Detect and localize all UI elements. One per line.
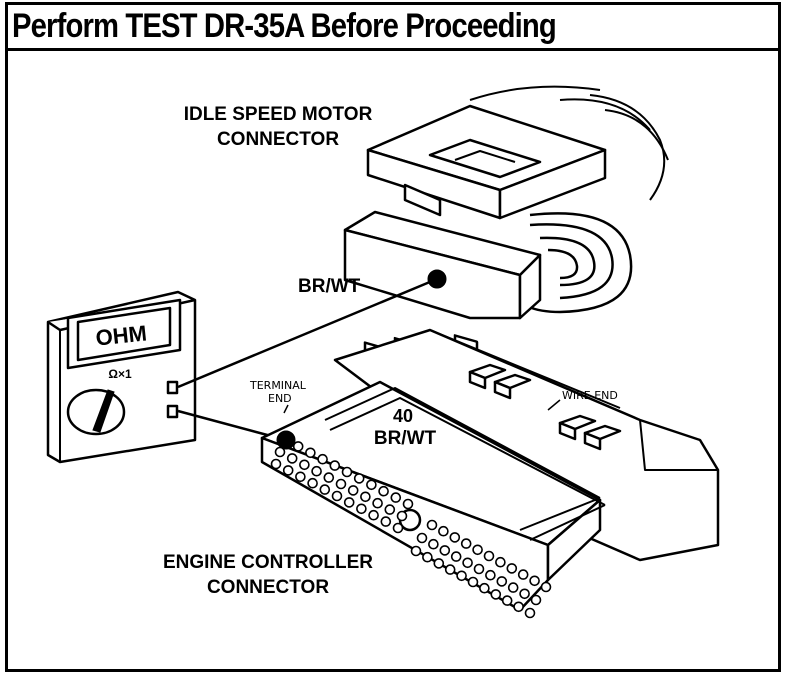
connector-pin — [323, 472, 335, 483]
connector-pin — [422, 551, 433, 563]
connector-pin — [438, 525, 449, 537]
connector-pin — [402, 498, 414, 510]
connector-pin — [380, 516, 392, 527]
terminal-end-leader — [283, 404, 289, 414]
connector-pin — [329, 460, 341, 471]
connector-pin — [392, 522, 404, 534]
connector-pin — [506, 563, 518, 574]
connector-pin — [472, 544, 483, 556]
pin-number-label: 40 — [393, 406, 413, 426]
page-title: Perform TEST DR-35A Before Proceeding — [12, 7, 557, 45]
wire-end-leader — [547, 399, 561, 411]
connector-pin — [524, 607, 536, 619]
connector-pin — [439, 545, 451, 556]
connector-pin — [378, 485, 389, 497]
connector-pin — [286, 453, 298, 464]
connector-pin — [450, 551, 462, 562]
engine-controller-label-line2: CONNECTOR — [207, 577, 329, 598]
connector-pin — [467, 576, 479, 588]
connector-pin — [449, 532, 461, 543]
connector-pin — [416, 532, 428, 544]
wire-color-top-label: BR/WT — [298, 276, 361, 297]
connector-pin — [517, 569, 529, 580]
connector-pin — [444, 564, 456, 575]
connector-pin — [311, 465, 322, 477]
engine-controller-label-line1: ENGINE CONTROLLER — [163, 552, 373, 573]
connector-pin — [366, 479, 377, 491]
connector-pin — [456, 570, 467, 582]
idle-speed-motor-connector-icon — [343, 85, 669, 389]
connector-pin — [335, 478, 347, 490]
test-lead-top — [177, 277, 438, 389]
connector-pin — [317, 453, 328, 465]
idle-motor-label-line2: CONNECTOR — [217, 129, 339, 150]
connector-pin — [501, 595, 513, 606]
connector-pin — [495, 556, 506, 568]
connector-pin — [368, 509, 379, 521]
meter-range-label: Ω×1 — [108, 367, 132, 381]
connector-pin — [270, 458, 282, 470]
connector-pin — [305, 447, 316, 459]
idle-motor-label-line1: IDLE SPEED MOTOR — [184, 104, 373, 125]
connector-pin — [292, 441, 304, 452]
connector-pin — [479, 582, 490, 594]
connector-pin — [529, 575, 540, 587]
connector-pin — [343, 497, 355, 508]
connector-pin — [384, 504, 396, 515]
connector-pin — [282, 465, 294, 476]
connector-pin — [530, 594, 542, 606]
connector-pin — [490, 589, 502, 600]
connector-pin — [347, 485, 359, 496]
connector-pin — [353, 473, 365, 484]
terminal-end-label-line2: END — [268, 392, 292, 405]
connector-pin — [319, 484, 331, 495]
connector-pin — [462, 557, 473, 569]
title-bar: Perform TEST DR-35A Before Proceeding — [8, 5, 778, 51]
connector-pin — [460, 538, 472, 549]
connector-pin — [307, 477, 318, 489]
pin-color-label: BR/WT — [374, 428, 437, 449]
connector-pin — [483, 550, 495, 562]
connector-pin — [331, 490, 343, 502]
connector-pin — [496, 576, 508, 587]
connector-pin — [295, 471, 306, 483]
connector-pin — [360, 491, 371, 503]
wire-end-label: WIRE END — [562, 389, 618, 402]
connector-pin — [507, 582, 519, 593]
connector-pin — [299, 459, 310, 471]
connector-pin — [485, 569, 496, 581]
connector-pin — [426, 519, 438, 531]
connector-pin — [410, 545, 422, 557]
terminal-end-label-line1: TERMINAL — [249, 379, 307, 392]
connector-pin — [372, 497, 383, 509]
connector-pin — [396, 510, 408, 522]
connector-pin — [274, 446, 286, 458]
connector-pin — [519, 588, 530, 600]
connector-pins — [270, 441, 552, 619]
ohmmeter-icon — [46, 290, 197, 464]
connector-pin — [341, 466, 353, 478]
connector-pin — [356, 503, 367, 515]
connector-pin — [513, 601, 524, 613]
meter-display-text: OHM — [94, 320, 148, 350]
connector-pin — [540, 581, 552, 593]
connector-pin — [428, 538, 439, 550]
connector-pin — [433, 558, 445, 569]
connector-pin — [473, 563, 485, 575]
connector-pin — [390, 492, 402, 503]
